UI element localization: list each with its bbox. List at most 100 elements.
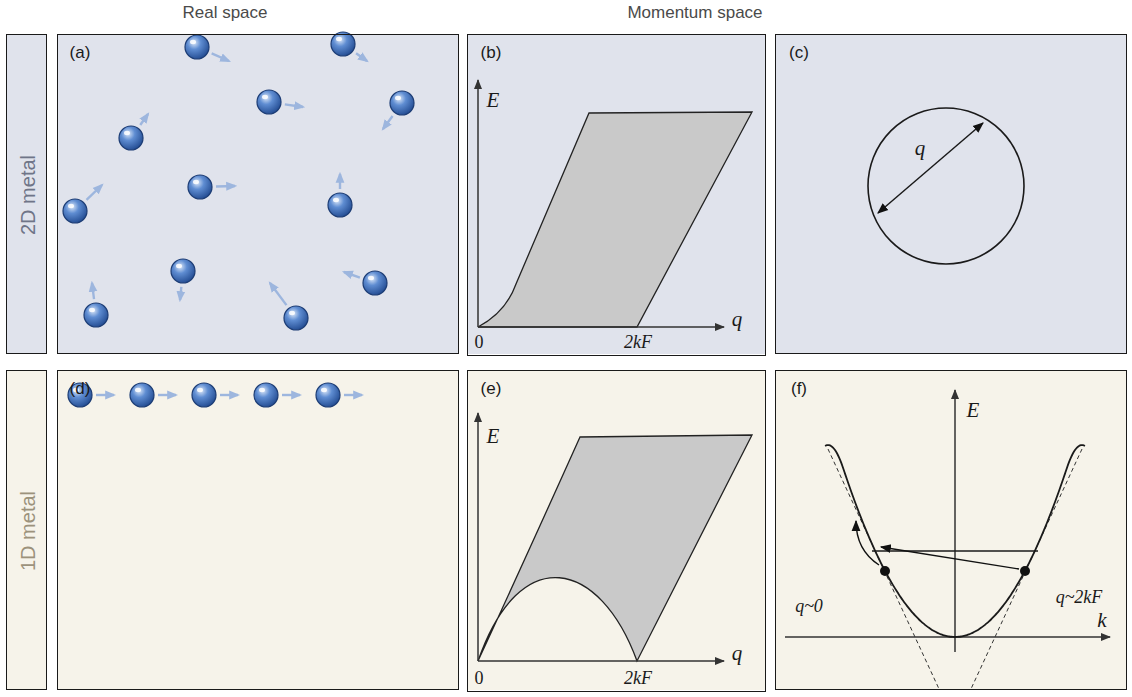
ball-highlight: [336, 37, 342, 41]
process-label: q~0: [795, 597, 823, 617]
velocity-arrow: [212, 53, 229, 61]
ball-highlight: [68, 204, 74, 208]
velocity-arrow: [216, 185, 235, 188]
axis-line: [954, 390, 956, 652]
band-label: 2D metal: [17, 155, 39, 235]
electron-ball: [254, 383, 278, 407]
velocity-arrow: [344, 272, 360, 278]
electron-ball: [185, 35, 209, 59]
electron-ball: [171, 259, 195, 283]
panel-ground: [57, 34, 459, 354]
ball-highlight: [262, 95, 268, 99]
process-label: q~2kF: [1056, 588, 1103, 608]
axis-line: [478, 326, 724, 328]
ball-highlight: [321, 388, 327, 392]
electron-group: [63, 32, 414, 407]
continuum-region: [478, 112, 752, 327]
panel-label: (f): [791, 380, 807, 399]
axis-line: [478, 660, 724, 662]
electron-ball: [192, 383, 216, 407]
velocity-arrow: [356, 53, 367, 61]
figure-panel: (b) E 0 2kF q: [467, 34, 766, 356]
row-band: 1D metal: [6, 370, 47, 690]
band-label: 1D metal: [17, 491, 39, 571]
electron-ball: [363, 271, 387, 295]
electron-ball: [84, 303, 108, 327]
axis-label: E: [487, 89, 500, 112]
panel-ground: [775, 370, 1127, 690]
ball-highlight: [197, 388, 203, 392]
header-label: Momentum space: [627, 3, 762, 23]
electron-ball: [316, 383, 340, 407]
scatter-arrow: [881, 547, 1019, 569]
axis-label: q: [732, 308, 743, 331]
ball-highlight: [395, 96, 401, 100]
electron-ball: [328, 193, 352, 217]
header-label: Real space: [182, 3, 267, 23]
linear-dispersion: [828, 449, 940, 689]
axis-line: [477, 413, 479, 661]
velocity-arrow: [87, 185, 102, 200]
diameter-arrow: [878, 123, 983, 213]
linear-dispersion: [971, 449, 1083, 689]
axis-label: k: [1097, 609, 1106, 632]
velocity-arrow: [282, 394, 300, 396]
tick-label: 0: [475, 669, 484, 689]
ball-highlight: [190, 40, 196, 44]
panel-label: (e): [481, 380, 502, 399]
panel-label: (c): [789, 44, 809, 63]
figure-panel: (c) q: [775, 34, 1127, 354]
tick-label: 0: [475, 333, 484, 353]
panel-ground: [467, 370, 766, 690]
panel-ground: [467, 34, 766, 354]
electron-ball: [119, 126, 143, 150]
panel-label: (a): [70, 44, 91, 63]
ball-highlight: [368, 276, 374, 280]
figure-panel: (a): [57, 34, 459, 354]
ball-highlight: [89, 308, 95, 312]
ball-highlight: [124, 131, 130, 135]
velocity-arrow: [285, 104, 303, 107]
fermi-circle: [868, 108, 1024, 264]
electron-ball: [188, 175, 212, 199]
figure-panel: (d): [57, 370, 459, 690]
velocity-arrow: [339, 174, 341, 189]
band-curve: [825, 445, 1085, 637]
panel-ground: [775, 34, 1127, 354]
velocity-arrow: [220, 394, 238, 396]
velocity-arrow: [140, 114, 148, 125]
ball-highlight: [259, 388, 265, 392]
ball-highlight: [289, 311, 295, 315]
velocity-arrow: [344, 394, 362, 396]
axis-label: q: [915, 137, 926, 160]
velocity-arrow: [180, 287, 181, 300]
fermi-point: [880, 566, 890, 576]
velocity-arrow: [158, 394, 176, 396]
ball-highlight: [135, 388, 141, 392]
electron-ball: [284, 306, 308, 330]
tick-label: 2kF: [624, 669, 652, 689]
electron-ball: [130, 383, 154, 407]
velocity-arrow: [92, 283, 94, 299]
electron-ball: [331, 32, 355, 56]
scatter-arrow: [856, 521, 879, 565]
tick-label: 2kF: [624, 333, 652, 353]
fermi-point: [1020, 566, 1030, 576]
axis-label: q: [732, 642, 743, 665]
figure-panel: (f) Ek q~0 q~2kF: [775, 370, 1127, 690]
axis-label: E: [967, 399, 980, 422]
axis-label: E: [487, 425, 500, 448]
panel-label: (b): [481, 44, 502, 63]
electron-ball: [257, 90, 281, 114]
band-ground: [6, 34, 47, 354]
electron-ball: [63, 199, 87, 223]
panel-ground: [57, 370, 459, 690]
figure-panel: (e) E 0 2kF q: [467, 370, 766, 692]
axis-line: [477, 80, 479, 327]
fermi-level: [872, 550, 1038, 552]
panel-label: (d): [70, 380, 91, 399]
ball-highlight: [176, 264, 182, 268]
